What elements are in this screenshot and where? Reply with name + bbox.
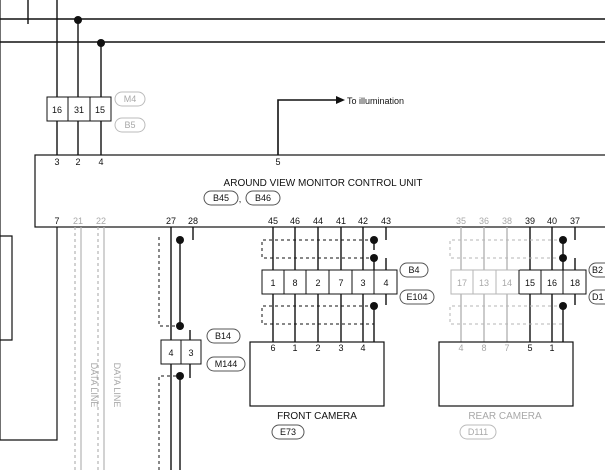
top-buses: [0, 0, 605, 43]
connector-label-e104: E104: [406, 292, 427, 302]
cu-bottom-pin: 38: [502, 216, 512, 226]
rear-camera-pin: 7: [504, 343, 509, 353]
front-connector-labels: B4 E104: [399, 262, 435, 305]
front-camera-pin: 3: [338, 343, 343, 353]
cu-bottom-pin: 7: [54, 216, 59, 226]
connector-label-b2: B2: [592, 265, 603, 275]
left-connector-labels: B14 M144: [206, 328, 246, 372]
cu-bottom-pin: 35: [456, 216, 466, 226]
front-camera-connector: E73: [280, 427, 296, 437]
rear-connector: 17 13 14 15 16 18: [450, 269, 587, 295]
data-line-label: DATA LINE: [89, 363, 99, 408]
cu-top-pin: 3: [54, 157, 59, 167]
control-unit: 3 2 4 5 AROUND VIEW MONITOR CONTROL UNIT…: [34, 154, 605, 228]
front-camera-pin: 2: [315, 343, 320, 353]
front-connector: 1 8 2 7 3 4: [261, 269, 398, 295]
cu-bottom-pin: 27: [166, 216, 176, 226]
rear-connector-pin: 17: [457, 278, 467, 288]
front-camera-pin: 6: [270, 343, 275, 353]
cu-top-pin: 2: [75, 157, 80, 167]
cu-connector-separator: ,: [239, 194, 242, 204]
connector-label-b5: B5: [124, 120, 135, 130]
cu-bottom-pin: 37: [570, 216, 580, 226]
front-connector-pin: 8: [292, 278, 297, 288]
cu-connector-b45: B45: [213, 193, 229, 203]
left-connector-pin: 3: [188, 348, 193, 358]
data-line-label: DATA LINE: [112, 363, 122, 408]
front-camera: 6 1 2 3 4 FRONT CAMERA E73: [249, 341, 385, 440]
rear-junction: [559, 254, 567, 262]
connector-label-m4: M4: [124, 94, 137, 104]
control-unit-title: AROUND VIEW MONITOR CONTROL UNIT: [224, 178, 423, 189]
left-junction: [176, 322, 184, 330]
front-connector-pin: 4: [383, 278, 388, 288]
connector-label-b4: B4: [408, 265, 419, 275]
top-connector: 16 31 15: [46, 96, 112, 122]
left-twisted-wires: [170, 227, 194, 470]
front-connector-pin: 1: [270, 278, 275, 288]
front-junction: [370, 254, 378, 262]
cu-bottom-pin: 46: [290, 216, 300, 226]
top-connector-pin: 31: [74, 105, 84, 115]
front-wires: [272, 227, 387, 342]
rear-camera-name: REAR CAMERA: [468, 411, 542, 422]
cu-connector-b46: B46: [255, 193, 271, 203]
front-connector-pin: 7: [338, 278, 343, 288]
connector-label-b14: B14: [215, 331, 231, 341]
cu-bottom-pin: 36: [479, 216, 489, 226]
cu-bottom-pin: 44: [313, 216, 323, 226]
cu-bottom-pin: 22: [96, 216, 106, 226]
illumination-label: To illumination: [347, 96, 404, 106]
front-connector-pin: 3: [360, 278, 365, 288]
cu-top-pin: 4: [98, 157, 103, 167]
cu-bottom-pin: 28: [188, 216, 198, 226]
rear-shield: [449, 239, 563, 325]
cu-bottom-pin: 43: [381, 216, 391, 226]
connector-label-m144: M144: [215, 359, 238, 369]
rear-junction: [559, 236, 567, 244]
cu-bottom-pin: 41: [336, 216, 346, 226]
left-connector-pin: 4: [168, 348, 173, 358]
rear-connector-pin: 14: [502, 278, 512, 288]
cu-bottom-pin: 21: [73, 216, 83, 226]
rear-camera-connector: D111: [468, 427, 488, 437]
illumination-arrow: To illumination: [277, 96, 404, 155]
front-camera-pin: 1: [292, 343, 297, 353]
cu-bottom-pin: 40: [547, 216, 557, 226]
rear-connector-pin: 13: [479, 278, 489, 288]
data-lines: [74, 227, 105, 470]
front-camera-pin: 4: [360, 343, 365, 353]
rear-connector-pin: 15: [525, 278, 535, 288]
top-connector-pin: 16: [52, 105, 62, 115]
left-connector: 4 3: [160, 339, 202, 365]
front-junction: [370, 302, 378, 310]
rear-camera-pin: 1: [549, 343, 554, 353]
front-camera-name: FRONT CAMERA: [277, 411, 357, 422]
left-shield: [158, 237, 180, 470]
connector-label-d1: D1: [592, 292, 604, 302]
left-module: [0, 0, 58, 441]
cu-bottom-pin: 42: [358, 216, 368, 226]
cu-bottom-pin: 39: [525, 216, 535, 226]
rear-connector-pin: 18: [570, 278, 580, 288]
rear-junction: [559, 302, 567, 310]
front-connector-pin: 2: [315, 278, 320, 288]
left-junction: [176, 372, 184, 380]
rear-camera-pin: 8: [481, 343, 486, 353]
rear-camera: 4 8 7 5 1 REAR CAMERA D111: [438, 341, 574, 440]
rear-wires-faded: [460, 227, 508, 342]
rear-connector-pin: 16: [547, 278, 557, 288]
left-junction: [176, 236, 184, 244]
top-connector-pin: 15: [95, 105, 105, 115]
rear-connector-labels: B2 D1: [588, 262, 605, 305]
left-vertical-wires: [56, 0, 102, 155]
cu-bottom-pin: 45: [268, 216, 278, 226]
front-junction: [370, 236, 378, 244]
cu-top-pin: 5: [275, 157, 280, 167]
front-shield: [261, 239, 374, 325]
rear-camera-pin: 5: [527, 343, 532, 353]
top-connector-labels: M4 B5: [114, 91, 146, 133]
rear-camera-pin: 4: [458, 343, 463, 353]
